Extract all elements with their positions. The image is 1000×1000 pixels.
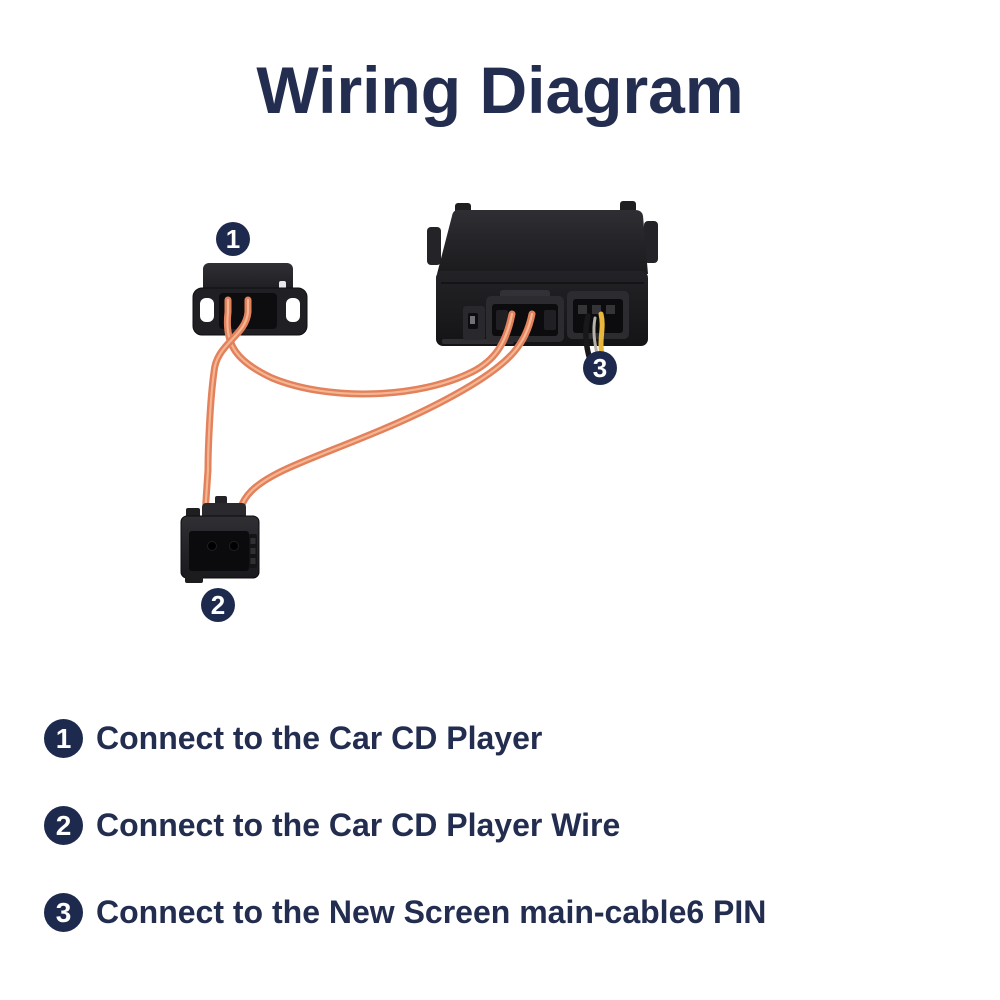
badge1-number: 1 (226, 224, 240, 254)
legend-item-2: 2 Connect to the Car CD Player Wire (44, 806, 620, 845)
cd-player-wire-connector (180, 496, 260, 583)
diagram-badge-3: 3 (583, 351, 617, 385)
badge2-circle (201, 588, 235, 622)
connector2-pin-2 (250, 548, 256, 554)
box-6pin-port (567, 291, 629, 339)
connector1-ear-hole-left (200, 298, 214, 322)
connector2-pin-3 (250, 558, 256, 564)
6pin-port-cavity (573, 299, 623, 333)
connector2-socket-right (229, 541, 239, 551)
connector2-foot (185, 574, 203, 583)
6pin-slot-3 (606, 305, 615, 314)
box-fiber-port (463, 290, 564, 342)
fiber-port-slot-right (544, 310, 556, 330)
badge1-circle (216, 222, 250, 256)
connector2-recess (189, 531, 249, 571)
legend-badge-1: 1 (44, 719, 83, 758)
diagram-badge-2: 2 (201, 588, 235, 622)
6pin-slot-2 (592, 305, 601, 314)
legend-item-1: 1 Connect to the Car CD Player (44, 719, 542, 758)
legend-label-1: Connect to the Car CD Player (96, 720, 543, 756)
connector2-pin-1 (250, 538, 256, 544)
badge2-number: 2 (211, 590, 225, 620)
badge3-number: 3 (593, 353, 607, 383)
legend-badge-2: 2 (44, 806, 83, 845)
badge3-circle (583, 351, 617, 385)
connector2-socket-left (207, 541, 217, 551)
legend-label-2: Connect to the Car CD Player Wire (96, 807, 621, 843)
legend-badge-3: 3 (44, 893, 83, 932)
box-side-tab-left (427, 227, 441, 265)
fiber-wire-box-to-connector2-highlight (238, 312, 534, 512)
adapter-box-module (427, 201, 658, 364)
connector1-ear-hole-right (286, 298, 300, 322)
legend-label-3: Connect to the New Screen main-cable6 PI… (96, 894, 767, 930)
fiber-port-slot-left (496, 310, 508, 330)
diagram-badge-1: 1 (216, 222, 250, 256)
legend-item-3: 3 Connect to the New Screen main-cable6 … (44, 893, 766, 932)
box-side-tab-right (644, 221, 658, 263)
6pin-slot-1 (578, 305, 587, 314)
page-title: Wiring Diagram (256, 53, 744, 127)
fiber-port-side-pin (470, 316, 475, 324)
box-top-face (437, 210, 648, 274)
fiber-wire-connector1-to-box-highlight (226, 298, 514, 396)
